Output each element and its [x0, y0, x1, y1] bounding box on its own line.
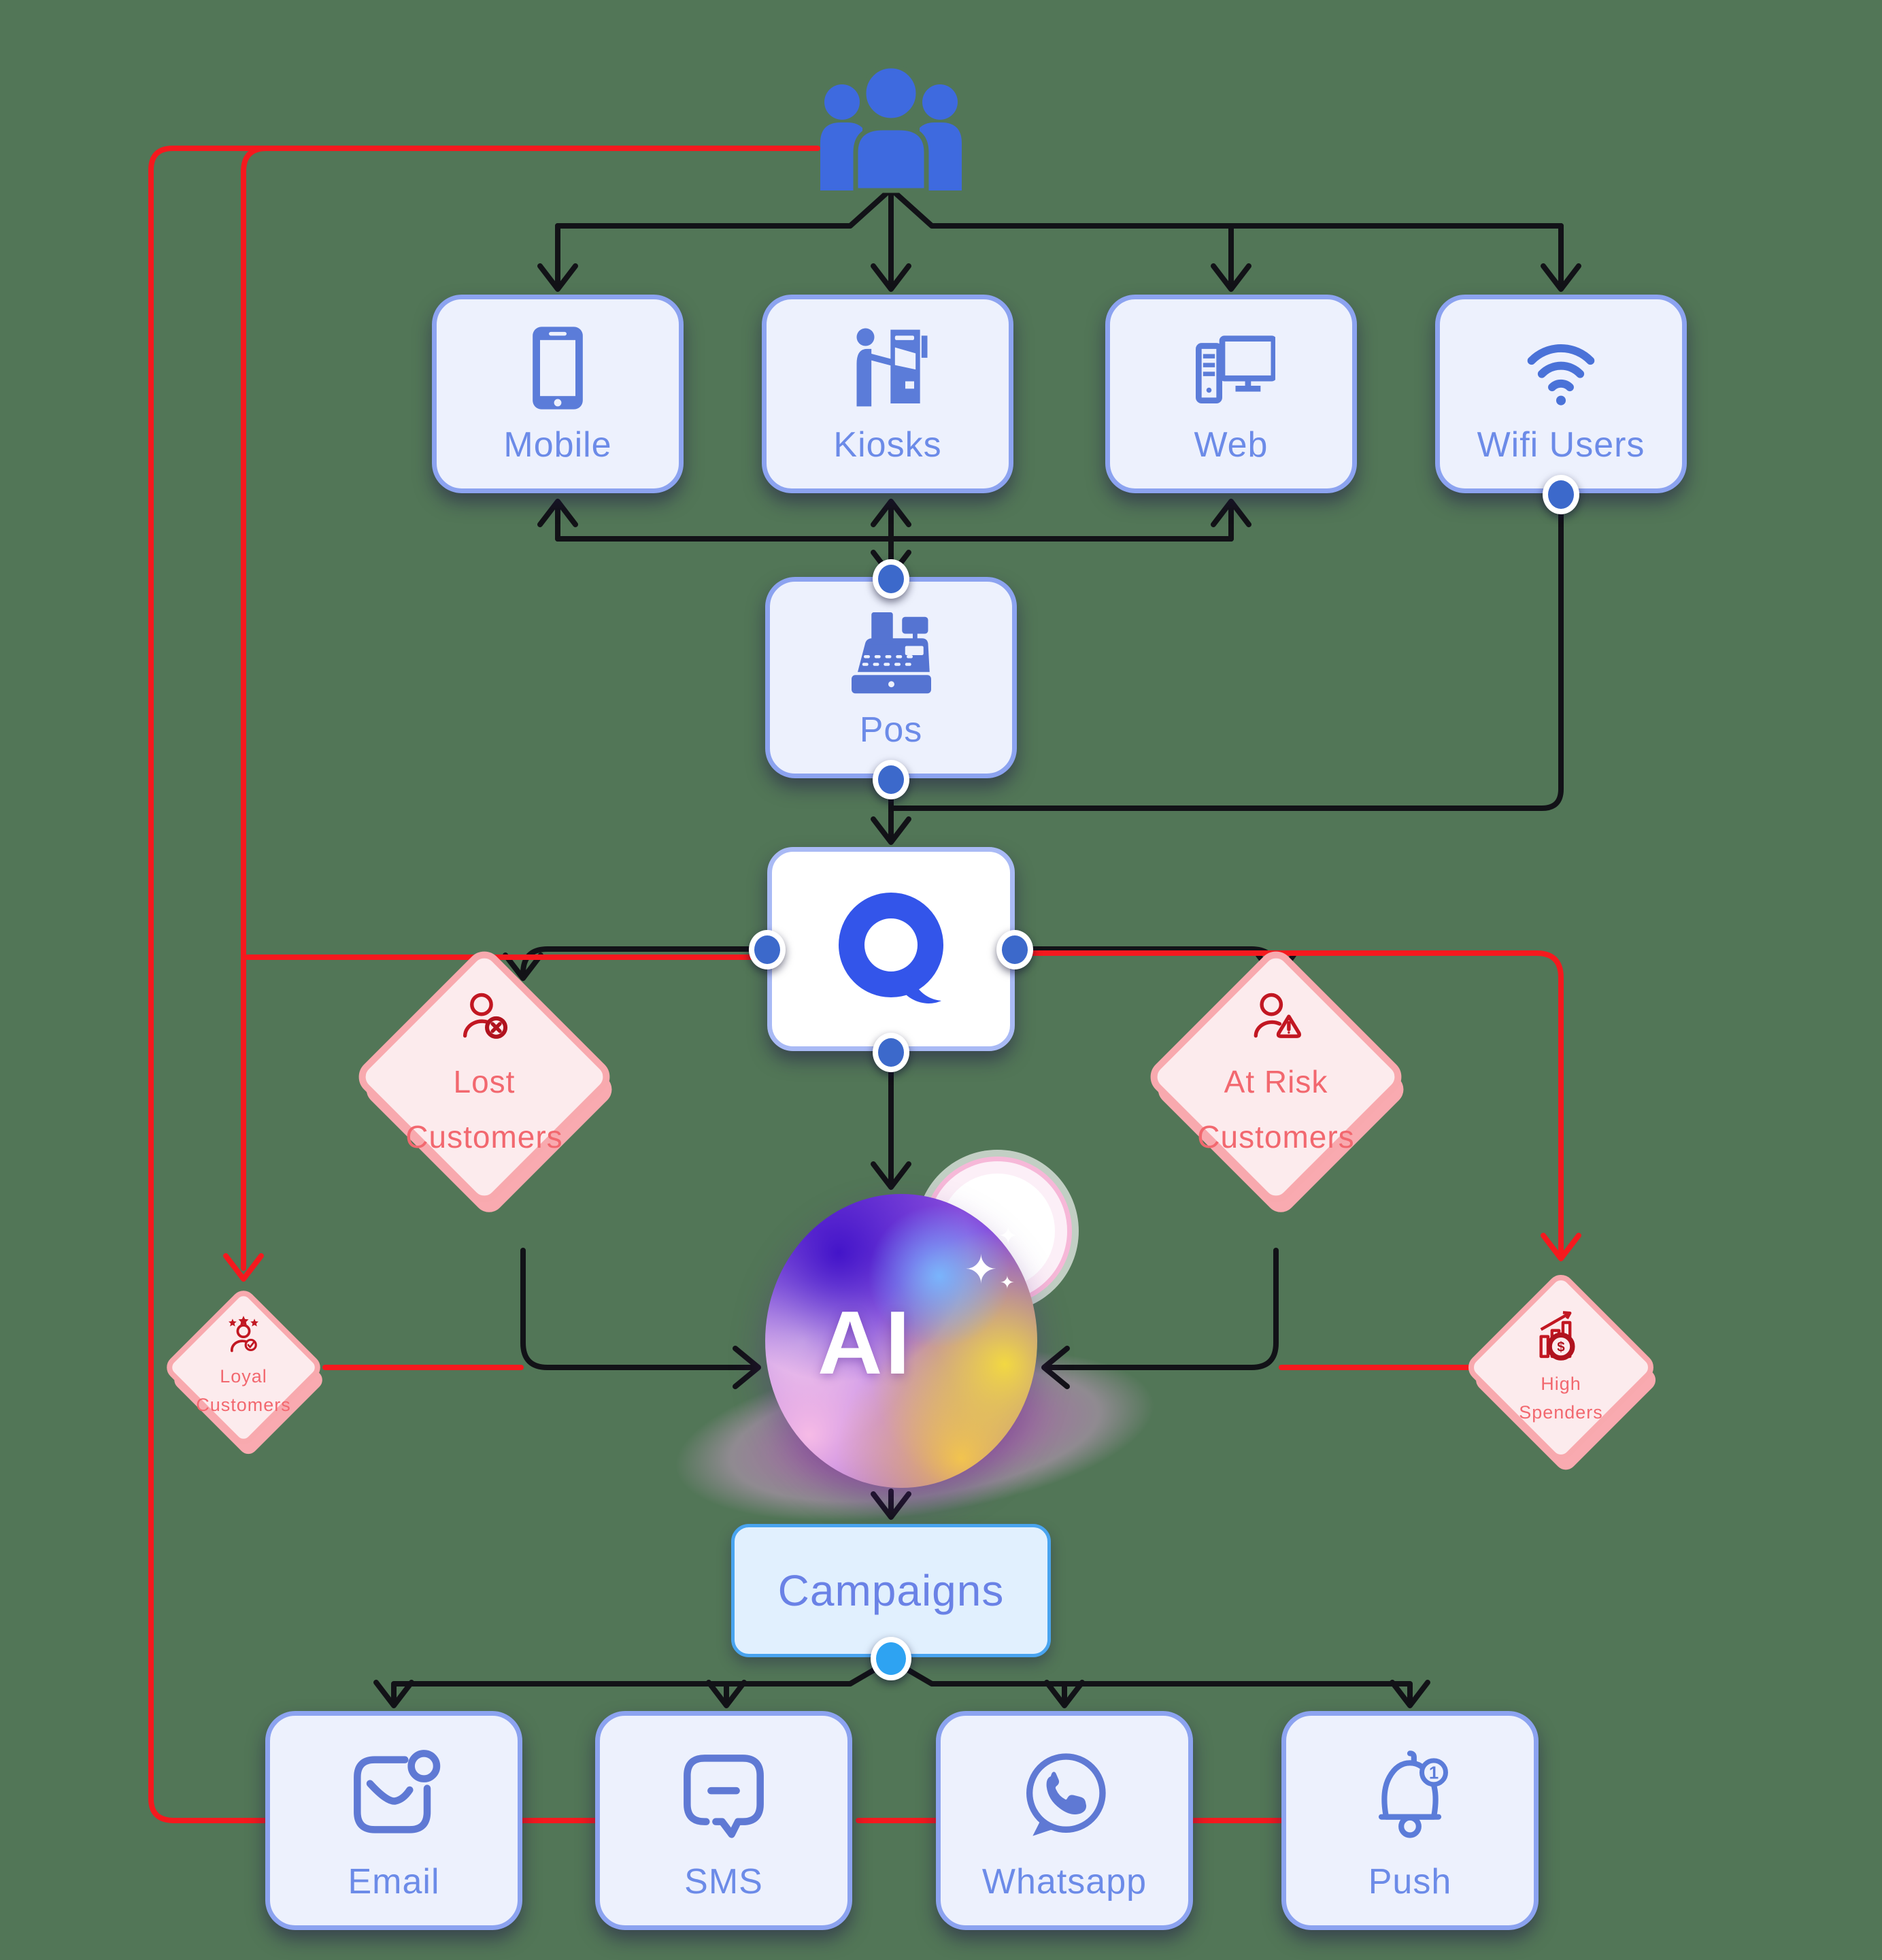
node-kiosks-label: Kiosks [833, 425, 942, 465]
node-email: Email [265, 1711, 522, 1930]
sparkle-icon: ✦ [998, 1223, 1018, 1249]
svg-text:$: $ [1557, 1340, 1565, 1355]
connector-dot-platform-left [749, 930, 786, 969]
node-web: Web [1105, 295, 1357, 493]
connector-dot-pos-bottom [873, 760, 909, 799]
node-sms-label: SMS [684, 1862, 763, 1901]
node-pos-label: Pos [859, 710, 923, 750]
node-whatsapp: Whatsapp [936, 1711, 1193, 1930]
node-kiosks: Kiosks [762, 295, 1013, 493]
segment-high-spenders: $ High Spenders [1462, 1269, 1660, 1466]
ai-orb [765, 1194, 1037, 1488]
ai-label: AI [818, 1293, 913, 1393]
push-bell-icon: 1 [1286, 1716, 1534, 1864]
node-whatsapp-label: Whatsapp [981, 1862, 1147, 1901]
connector-dot-pos-top [873, 559, 909, 599]
connector-dot-platform-right [996, 930, 1033, 969]
segment-at-risk-customers-label: At Risk Customers [1197, 1064, 1355, 1155]
node-web-label: Web [1194, 425, 1268, 465]
svg-text:1: 1 [1429, 1764, 1439, 1783]
node-push: 1 Push [1281, 1711, 1539, 1930]
cash-register-icon [770, 582, 1012, 712]
sparkle-icon: ✦ [964, 1248, 998, 1292]
node-sms: SMS [595, 1711, 852, 1930]
person-star-icon [229, 1316, 258, 1352]
node-email-label: Email [348, 1862, 440, 1901]
node-wifi-users-label: Wifi Users [1477, 425, 1645, 465]
kiosk-icon [767, 299, 1009, 427]
email-icon [270, 1716, 518, 1864]
smartphone-icon [437, 299, 679, 427]
segment-loyal-customers: Loyal Customers [161, 1285, 326, 1450]
person-x-icon [463, 993, 508, 1039]
segment-lost-customers-label: Lost Customers [405, 1064, 563, 1155]
node-campaigns: Campaigns [731, 1524, 1051, 1657]
node-pos: Pos [765, 577, 1017, 778]
node-push-label: Push [1368, 1862, 1452, 1901]
whatsapp-icon [941, 1716, 1188, 1864]
sparkle-icon: ✦ [1000, 1272, 1015, 1293]
q-chat-logo [772, 852, 1010, 1046]
connector-dot-wifi-bottom [1543, 475, 1579, 514]
desktop-computer-icon [1110, 299, 1352, 427]
wifi-icon [1440, 299, 1682, 427]
connector-dot-platform-bottom [873, 1033, 909, 1072]
node-campaigns-label: Campaigns [777, 1566, 1005, 1615]
person-warning-icon [1254, 993, 1301, 1038]
chart-dollar-icon: $ [1539, 1311, 1575, 1361]
people-group-icon [813, 63, 969, 197]
node-platform [767, 847, 1015, 1051]
segment-lost-customers: Lost Customers [351, 944, 618, 1210]
connector-dot-campaigns-bottom [871, 1637, 911, 1680]
node-wifi-users: Wifi Users [1435, 295, 1687, 493]
sms-icon [600, 1716, 847, 1864]
node-mobile: Mobile [432, 295, 684, 493]
segment-high-spenders-label: High Spenders [1519, 1374, 1603, 1423]
segment-at-risk-customers: At Risk Customers [1143, 944, 1409, 1210]
segment-loyal-customers-label: Loyal Customers [196, 1366, 291, 1416]
node-mobile-label: Mobile [503, 425, 612, 465]
